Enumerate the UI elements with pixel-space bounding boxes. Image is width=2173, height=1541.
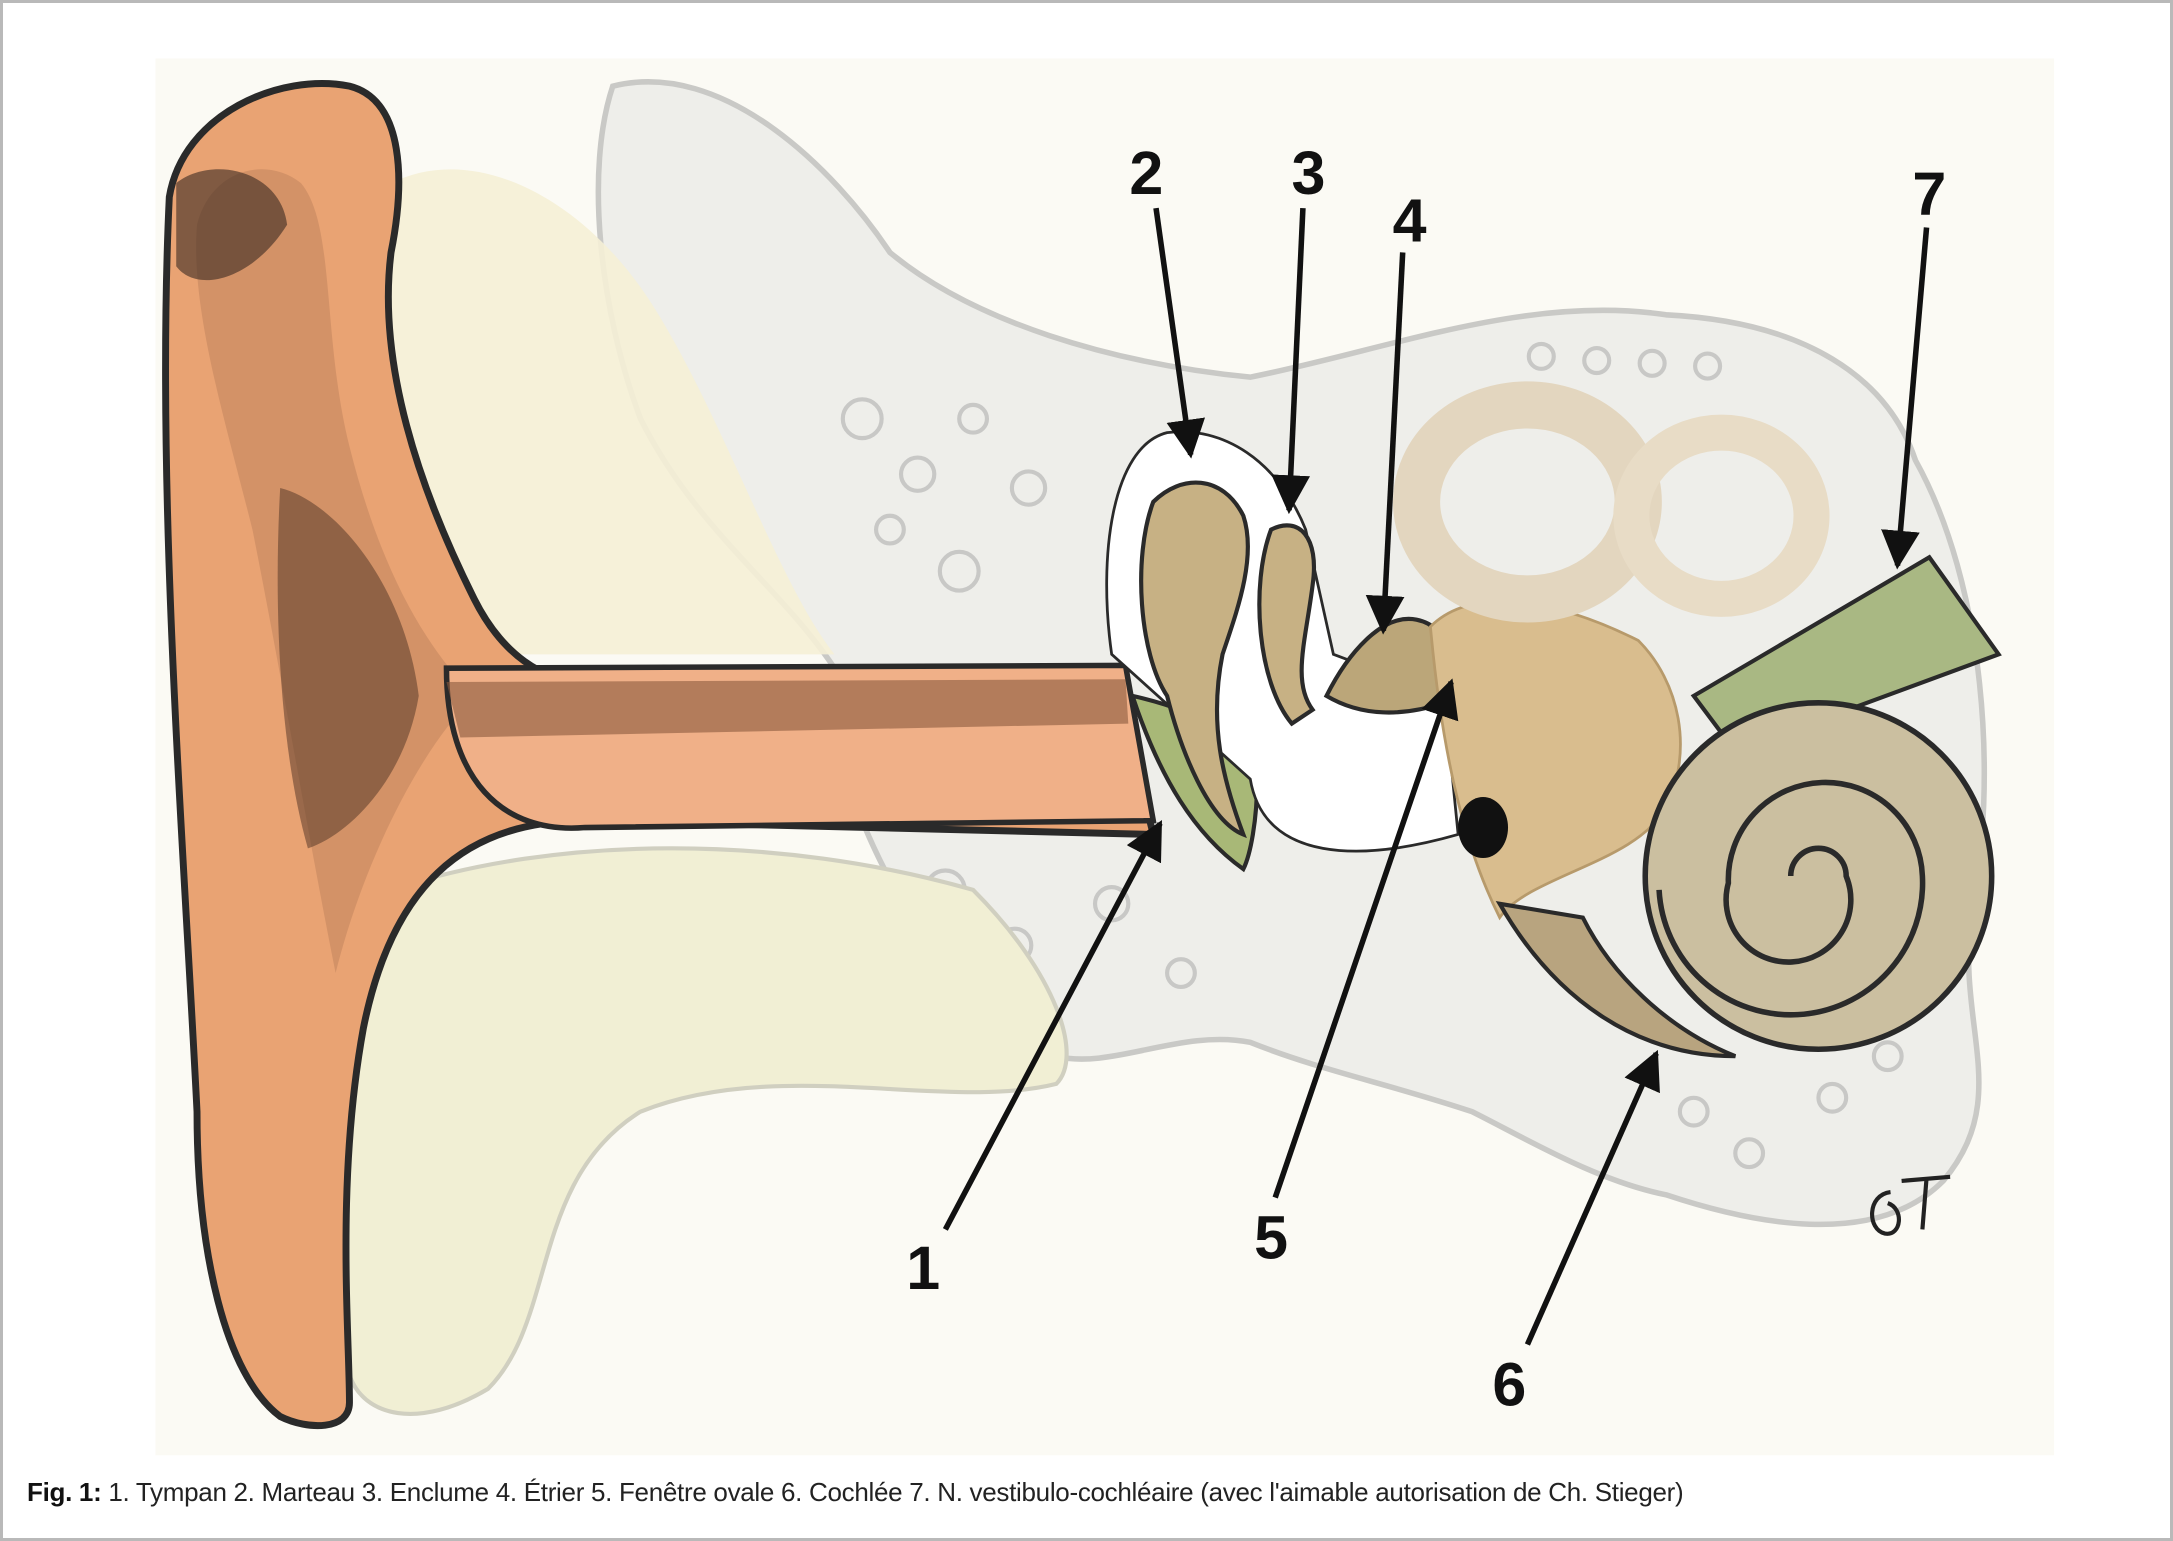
auricle-top-shading [176,169,288,281]
label-arrows [942,207,1930,1346]
artist-signature [1870,1174,1951,1236]
arrow-2 [1153,207,1206,459]
label-7: 7 [1912,160,1946,228]
label-2: 2 [1129,139,1163,207]
arrow-3 [1271,207,1311,515]
ear-canal-shadow [446,679,1129,738]
label-1: 1 [906,1234,940,1302]
cochlea [1458,700,1995,1059]
ear-anatomy-illustration: 1 2 3 4 5 6 7 [155,58,2055,1456]
arrow-4 [1365,252,1406,635]
figure-caption: Fig. 1: 1. Tympan 2. Marteau 3. Enclume … [27,1477,1684,1508]
label-3: 3 [1292,139,1326,207]
label-5: 5 [1254,1204,1288,1272]
arrow-1 [942,819,1163,1231]
caption-text: 1. Tympan 2. Marteau 3. Enclume 4. Étrie… [101,1477,1684,1507]
incus [1257,523,1316,727]
arrow-7 [1881,227,1930,570]
label-6: 6 [1492,1350,1526,1418]
auricle-shading [277,488,419,849]
arrow-6 [1524,1049,1660,1346]
caption-prefix: Fig. 1: [27,1477,102,1507]
soft-tissue [387,169,835,655]
semicircular-canal-2 [1613,414,1830,617]
label-4: 4 [1393,186,1427,254]
malleus [1139,480,1250,839]
arrow-5 [1272,678,1459,1199]
